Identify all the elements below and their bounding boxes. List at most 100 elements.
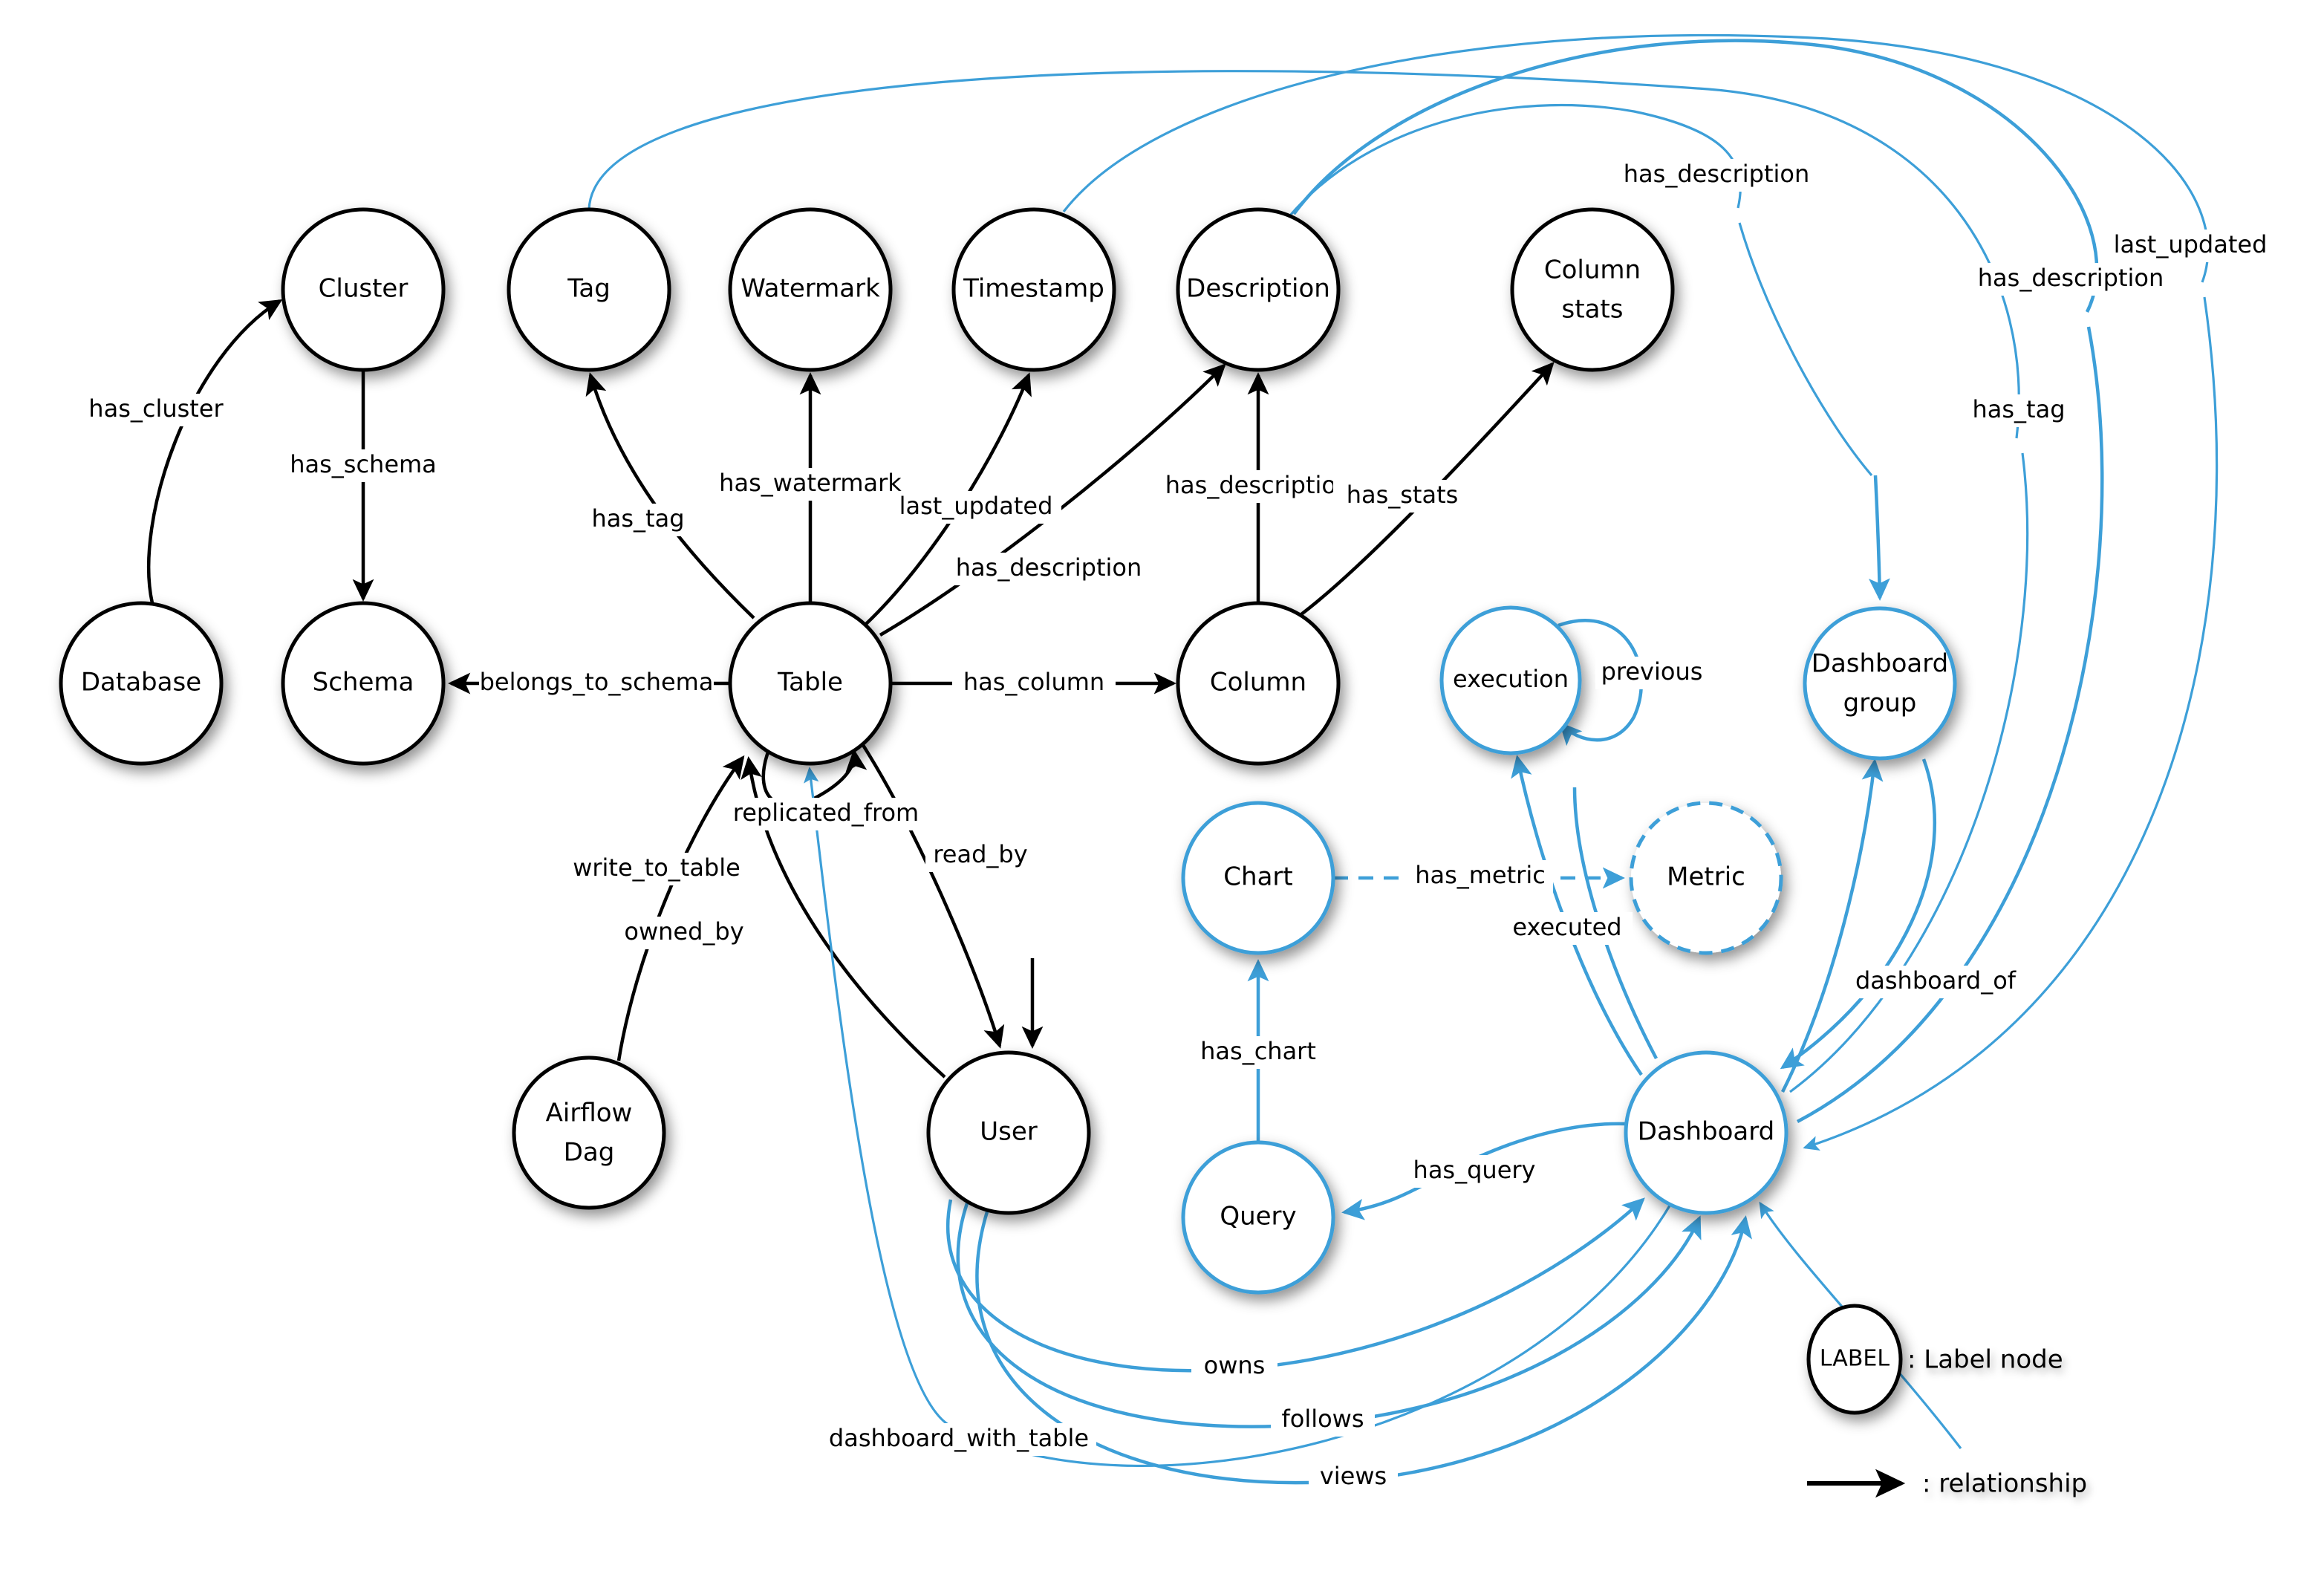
node-label-airflow-dag-line1: Airflow [546, 1099, 633, 1128]
node-label-dashboard-group-line1: Dashboard [1812, 649, 1948, 679]
edge-label-read-by: read_by [925, 839, 1035, 872]
node-dashboard[interactable]: Dashboard [1624, 1050, 1788, 1215]
edge-hasdesc-dg-cont [1738, 222, 1873, 477]
svg-text:has_cluster: has_cluster [88, 394, 224, 423]
edge-label-has-tag-dashboard: has_tag [1962, 394, 2075, 427]
svg-text:follows: follows [1281, 1405, 1364, 1433]
node-dashboard-group[interactable]: Dashboard group [1803, 606, 1957, 761]
edge-label-has-cluster: has_cluster [71, 394, 241, 426]
edge-dgroup-to-dashboard [1780, 758, 1936, 1070]
edge-label-follows: follows [1271, 1404, 1375, 1437]
node-label-dashboard: Dashboard [1638, 1117, 1774, 1147]
edge-label-has-description-dashboard: has_description [1956, 263, 2185, 296]
node-airflow-dag[interactable]: Airflow Dag [512, 1056, 666, 1210]
node-label-dashboard-group-line2: group [1843, 689, 1917, 718]
edge-write-to-table [616, 755, 745, 1061]
node-tag[interactable]: Tag [507, 207, 671, 372]
edge-labels: has_cluster has_schema belongs_to_schema… [71, 159, 2276, 1494]
svg-text:has_description: has_description [956, 553, 1142, 582]
edge-label-last-updated-dashboard: last_updated [2105, 230, 2276, 262]
svg-text:write_to_table: write_to_table [573, 853, 741, 882]
svg-text:has_chart: has_chart [1200, 1037, 1316, 1065]
svg-text:has_schema: has_schema [290, 450, 437, 478]
node-database[interactable]: Database [59, 601, 224, 766]
edge-label-dashboard-of: dashboard_of [1847, 966, 2024, 998]
edge-has-description-dashboard [1292, 39, 2099, 313]
edge-label-previous: previous [1595, 657, 1708, 689]
edge-label-has-description-table: has_description [934, 553, 1163, 585]
edge-label-belongs-to-schema: belongs_to_schema [479, 667, 714, 700]
node-label-chart: Chart [1223, 862, 1292, 892]
blue-edges: Metric (dashed) --> [587, 33, 2219, 1485]
node-column-stats[interactable]: Column stats [1510, 207, 1675, 372]
svg-text:read_by: read_by [933, 840, 1027, 868]
node-timestamp[interactable]: Timestamp [951, 207, 1116, 372]
node-label-watermark: Watermark [741, 274, 880, 304]
edge-has-tag-dashboard [587, 70, 2020, 439]
svg-text:has_stats: has_stats [1347, 481, 1459, 509]
node-label-query: Query [1220, 1202, 1296, 1232]
node-metric[interactable]: Metric [1629, 801, 1783, 955]
svg-text:executed: executed [1512, 913, 1621, 941]
svg-text:owns: owns [1204, 1351, 1266, 1379]
edge-label-has-tag-table: has_tag [582, 504, 694, 536]
svg-text:belongs_to_schema: belongs_to_schema [480, 668, 714, 696]
edge-dashboard-of [1780, 758, 1884, 1093]
node-table[interactable]: Table [728, 601, 893, 766]
node-description[interactable]: Description [1176, 207, 1341, 372]
edge-label-owns: owns [1191, 1350, 1277, 1383]
node-label-description: Description [1186, 274, 1330, 304]
edge-label-dashboard-with-table: dashboard_with_table [821, 1423, 1096, 1456]
node-cluster[interactable]: Cluster [281, 207, 446, 372]
node-user[interactable]: User [926, 1050, 1091, 1215]
node-label-metric: Metric [1667, 862, 1745, 892]
node-watermark[interactable]: Watermark [728, 207, 893, 372]
node-label-tag: Tag [567, 274, 611, 304]
edge-label-has-stats: has_stats [1333, 480, 1471, 513]
edge-label-write-to-table: write_to_table [564, 853, 749, 885]
svg-text:views: views [1320, 1462, 1387, 1490]
edge-hasdesc-cont [1796, 326, 2104, 1123]
edge-label-executed: executed [1502, 912, 1633, 945]
node-query[interactable]: Query [1181, 1140, 1335, 1295]
node-column[interactable]: Column [1176, 601, 1341, 766]
edge-lastupd-cont [1803, 296, 2219, 1151]
legend: LABEL : Label node : relationship [1806, 1304, 2087, 1499]
node-chart[interactable]: Chart [1181, 801, 1335, 955]
svg-text:last_updated: last_updated [2114, 230, 2268, 258]
node-label-timestamp: Timestamp [963, 274, 1104, 304]
edge-label-last-updated-table: last_updated [891, 491, 1061, 524]
node-label-cluster: Cluster [319, 274, 409, 304]
legend-node-sample: LABEL [1806, 1304, 1903, 1415]
edge-last-updated-dashboard [1062, 33, 2210, 283]
edge-label-views: views [1309, 1461, 1398, 1494]
edge-dgroup-incoming [1868, 475, 1890, 601]
svg-text:has_tag: has_tag [591, 504, 684, 533]
edge-label-has-column: has_column [952, 667, 1116, 700]
legend-node-glyph: LABEL [1820, 1346, 1890, 1372]
edge-label-has-query: has_query [1401, 1155, 1548, 1188]
node-label-schema: Schema [313, 668, 414, 697]
node-schema[interactable]: Schema [281, 601, 446, 766]
svg-text:has_column: has_column [963, 668, 1104, 696]
node-label-user: User [980, 1117, 1038, 1147]
svg-text:has_description: has_description [1165, 471, 1351, 499]
edge-read-by [860, 741, 1005, 1049]
svg-text:has_metric: has_metric [1415, 861, 1546, 889]
svg-text:has_description: has_description [1624, 160, 1809, 188]
legend-node-text: : Label node [1907, 1345, 2063, 1375]
edge-label-has-metric: has_metric [1407, 860, 1553, 893]
svg-text:has_tag: has_tag [1972, 395, 2065, 423]
edge-label-owned-by: owned_by [616, 917, 752, 949]
svg-text:previous: previous [1601, 657, 1703, 686]
edge-previous [1558, 619, 1644, 747]
node-execution[interactable]: execution [1439, 605, 1582, 755]
nodes: Database Cluster Schema Tag Watermark Ti… [59, 207, 1957, 1295]
svg-text:has_query: has_query [1413, 1156, 1536, 1184]
node-label-airflow-dag-line2: Dag [564, 1138, 615, 1168]
node-label-column-stats-line1: Column [1544, 256, 1641, 285]
node-label-table: Table [777, 668, 843, 697]
edge-label-has-chart: has_chart [1188, 1036, 1328, 1069]
edge-label-has-watermark: has_watermark [713, 468, 908, 501]
